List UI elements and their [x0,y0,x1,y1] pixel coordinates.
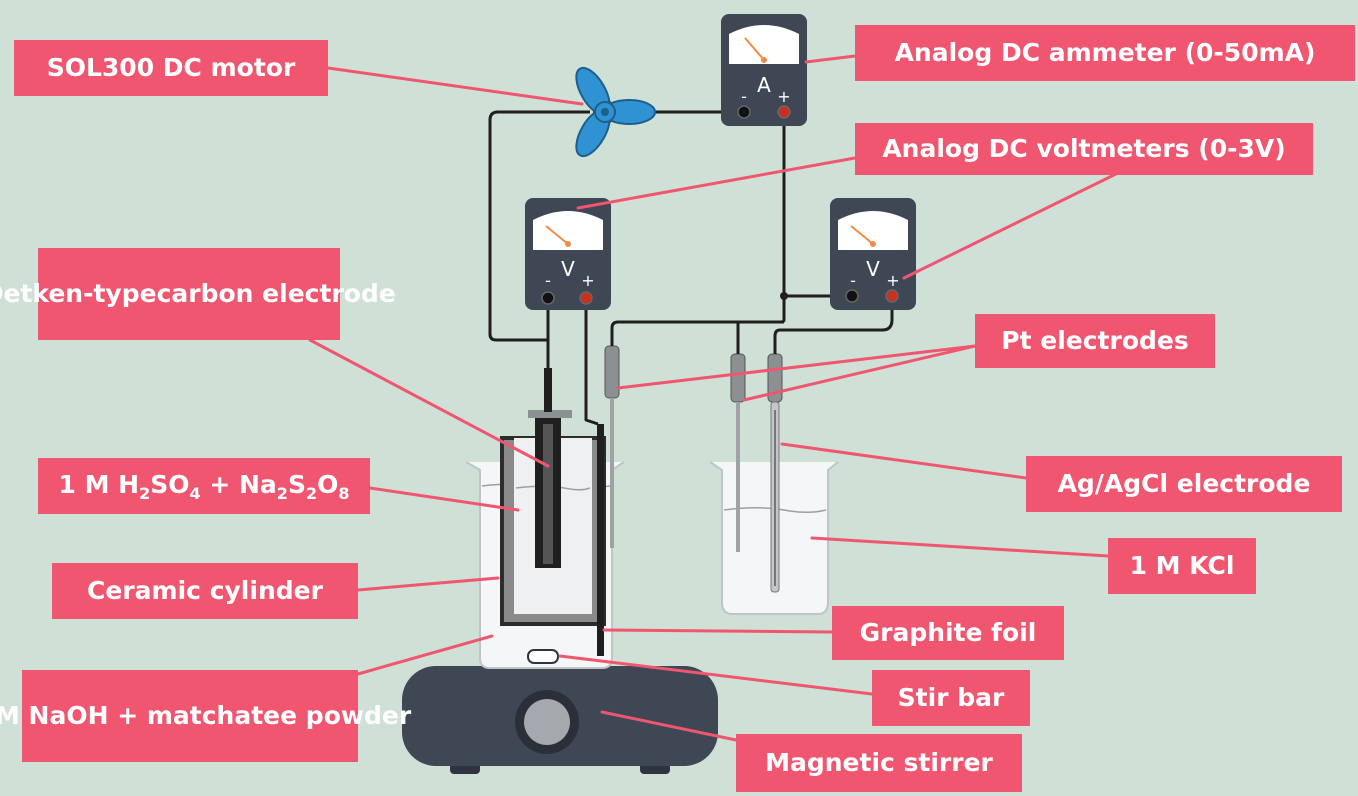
label-agcl-electrode: Ag/AgCl electrode [1026,456,1342,512]
label-carbon-line2: carbon electrode [156,279,396,309]
label-stir-bar: Stir bar [872,670,1030,726]
label-voltmeters: Analog DC voltmeters (0-3V) [855,123,1313,175]
ammeter: A - + [721,14,807,126]
carbon-electrode [528,368,572,568]
label-ammeter: Analog DC ammeter (0-50mA) [855,25,1355,81]
voltmeter-left-minus: - [545,271,551,290]
label-h2so4-text: 1 M H2SO4 + Na2S2O8 [58,469,350,503]
label-magnetic-stirrer: Magnetic stirrer [736,734,1022,792]
dc-motor-fan [575,66,656,158]
voltmeter-right-plus: + [886,271,899,290]
wire-junction [780,292,788,300]
label-naoh-line1: 1 M NaOH + matcha [0,701,252,731]
leader-lines [308,54,1122,742]
label-carbon-electrode: Oetken-type carbon electrode [0,248,396,340]
label-pt-electrodes: Pt electrodes [975,314,1215,368]
agcl-electrode [767,353,783,593]
voltmeter-left-symbol: V [561,257,575,281]
label-naoh: 1 M NaOH + matcha tee powder [0,670,411,762]
voltmeter-right: V - + [830,198,916,310]
ammeter-plus: + [777,87,790,106]
graphite-foil [597,424,604,656]
voltmeter-right-symbol: V [866,257,880,281]
wires [488,110,894,426]
label-naoh-line2: tee powder [251,701,412,731]
voltmeter-left: V - + [525,198,611,310]
voltmeter-left-plus: + [581,271,594,290]
label-kcl: 1 M KCl [1108,538,1256,594]
label-carbon-line1: Oetken-type [0,279,157,309]
ammeter-symbol: A [757,73,771,97]
label-graphite-foil: Graphite foil [832,606,1064,660]
voltmeter-right-minus: - [850,271,856,290]
label-ceramic-cylinder: Ceramic cylinder [52,563,358,619]
label-motor: SOL300 DC motor [14,40,328,96]
pt-electrode-left [604,345,620,548]
stir-bar [527,649,559,664]
ammeter-minus: - [741,87,747,106]
magnetic-stirrer [402,666,718,774]
label-h2so4: 1 M H2SO4 + Na2S2O8 [38,458,370,514]
